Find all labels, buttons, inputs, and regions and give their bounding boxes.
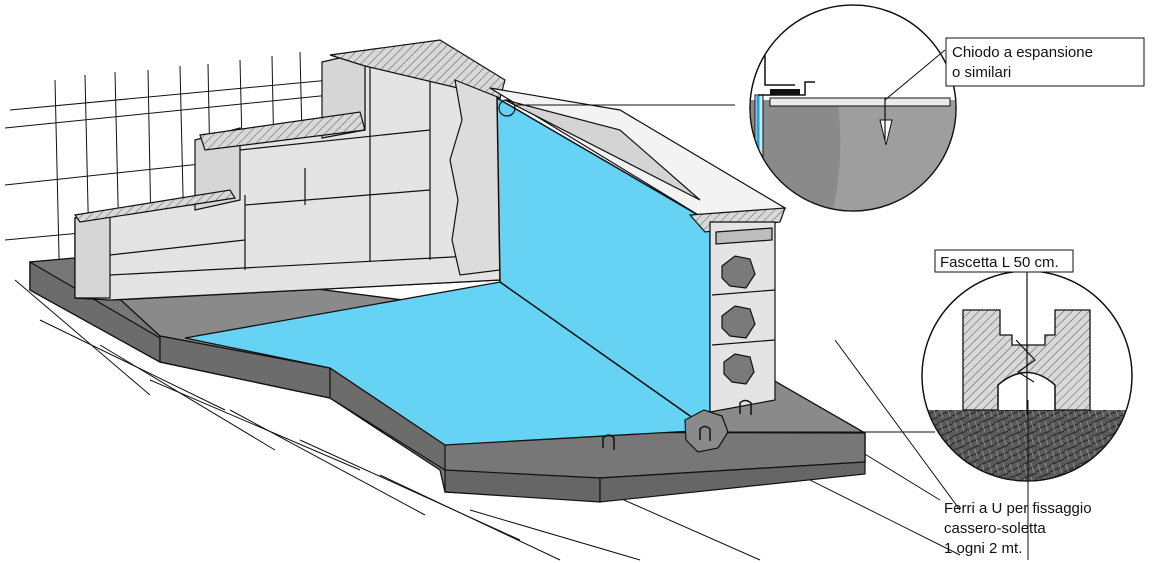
label-u-bars-line1: Ferri a U per fissaggio [944,500,1092,517]
label-band-text: Fascetta L 50 cm. [940,254,1059,271]
label-u-bars-line2: cassero-soletta [944,520,1046,537]
u-bar [602,399,752,450]
block-wall [73,39,506,301]
label-u-bars-line3: 1 ogni 2 mt. [944,540,1022,557]
label-nail-line2: o similari [952,64,1011,81]
label-band: Fascetta L 50 cm. [934,249,1074,273]
label-nail: Chiodo a espansione o similari [945,37,1145,87]
block-pillar [709,221,776,413]
detail-circle-band [921,270,1133,482]
u-bar-highlight [684,409,729,453]
liner-floor [184,281,712,446]
rebar-grid [4,51,961,561]
label-u-bars: Ferri a U per fissaggio cassero-soletta … [944,500,1092,560]
detail-circle-nail [749,4,957,212]
label-nail-line1: Chiodo a espansione [952,44,1093,61]
